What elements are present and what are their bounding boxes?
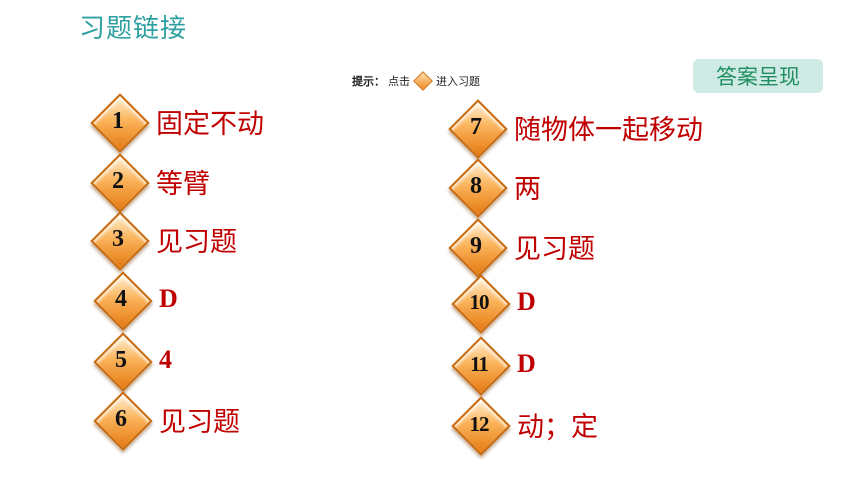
exercise-link-6[interactable]: 6 <box>93 391 153 451</box>
exercise-item-7: 7 随物体一起移动 <box>448 99 703 159</box>
exercise-number: 9 <box>470 232 482 259</box>
exercise-link-10[interactable]: 10 <box>451 274 511 334</box>
exercise-answer: 等臂 <box>156 168 210 200</box>
exercise-number: 6 <box>115 405 127 432</box>
exercise-number: 12 <box>469 411 490 436</box>
exercise-answer: 见习题 <box>159 406 240 438</box>
exercise-number: 1 <box>112 107 124 134</box>
exercise-link-8[interactable]: 8 <box>448 158 508 218</box>
exercise-link-3[interactable]: 3 <box>90 211 150 271</box>
exercise-link-7[interactable]: 7 <box>448 99 508 159</box>
exercise-answer: D <box>159 284 178 313</box>
exercise-number: 3 <box>112 225 124 252</box>
exercise-item-9: 9 见习题 <box>448 218 595 278</box>
exercise-item-8: 8 两 <box>448 158 541 218</box>
exercise-item-4: 4 D <box>93 271 178 331</box>
exercise-item-10: 10 D <box>451 274 536 334</box>
exercise-answer: 4 <box>159 345 172 374</box>
exercise-link-2[interactable]: 2 <box>90 153 150 213</box>
exercise-answer: 随物体一起移动 <box>514 114 703 146</box>
exercise-number: 7 <box>470 113 482 140</box>
exercise-number: 8 <box>470 172 482 199</box>
exercise-link-5[interactable]: 5 <box>93 332 153 392</box>
exercise-number: 11 <box>470 351 489 376</box>
exercise-answer: 动；定 <box>517 411 598 443</box>
hint-suffix: 进入习题 <box>436 75 480 88</box>
exercise-link-11[interactable]: 11 <box>451 336 511 396</box>
exercise-link-1[interactable]: 1 <box>90 93 150 153</box>
hint-click: 点击 <box>388 75 410 88</box>
exercise-link-12[interactable]: 12 <box>451 396 511 456</box>
exercise-item-5: 5 4 <box>93 332 172 392</box>
show-answers-button[interactable]: 答案呈现 <box>693 59 823 93</box>
exercise-number: 5 <box>115 346 127 373</box>
exercise-number: 2 <box>112 167 124 194</box>
hint-prefix: 提示： <box>352 75 385 88</box>
exercise-answer: 见习题 <box>514 233 595 265</box>
diamond-icon <box>413 71 433 91</box>
exercise-item-6: 6 见习题 <box>93 391 240 451</box>
exercise-number: 10 <box>469 289 490 314</box>
page-title: 习题链接 <box>79 14 188 44</box>
exercise-link-4[interactable]: 4 <box>93 271 153 331</box>
exercise-answer: 见习题 <box>156 226 237 258</box>
exercise-item-1: 1 固定不动 <box>90 93 264 153</box>
exercise-answer: 固定不动 <box>156 108 264 140</box>
exercise-answer: 两 <box>514 173 541 205</box>
exercise-answer: D <box>517 349 536 378</box>
exercise-link-9[interactable]: 9 <box>448 218 508 278</box>
exercise-number: 4 <box>115 285 127 312</box>
hint-text: 提示： 点击 进入习题 <box>352 71 480 91</box>
exercise-answer: D <box>517 287 536 316</box>
exercise-item-3: 3 见习题 <box>90 211 237 271</box>
exercise-item-12: 12 动；定 <box>451 396 598 456</box>
exercise-item-11: 11 D <box>451 336 536 396</box>
exercise-item-2: 2 等臂 <box>90 153 210 213</box>
